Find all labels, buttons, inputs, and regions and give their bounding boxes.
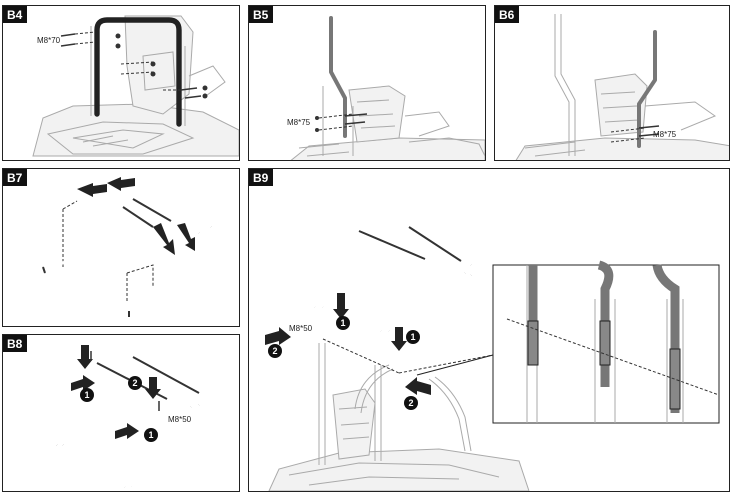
bolt-group [60, 33, 202, 99]
step-number-badge: 1 [336, 316, 350, 330]
panel-b8: B8 1 2 1 M8*50 [2, 334, 240, 492]
b7-illustration [42, 177, 213, 319]
bolt-label: M8*50 [168, 415, 192, 424]
detail-inset-content [416, 260, 720, 423]
panel-b6: B6 M8*75 [494, 5, 730, 161]
panel-tag: B6 [495, 6, 520, 23]
panel-b7: B7 [2, 168, 240, 327]
arrow-left-icon [77, 177, 135, 197]
svg-text:2: 2 [272, 346, 277, 356]
svg-text:2: 2 [408, 398, 413, 408]
bolt-label: M8*70 [37, 36, 61, 45]
step-number-badge: 2 [128, 376, 142, 390]
bolt-label: M8*50 [289, 324, 313, 333]
svg-text:1: 1 [410, 332, 415, 342]
arrow-down-icon [77, 345, 161, 399]
panel-tag: B7 [3, 169, 28, 186]
b6-illustration [515, 14, 729, 160]
step-number-badge: 2 [268, 344, 282, 358]
panel-b4: B4 M8*70 [2, 5, 240, 161]
b5-illustration [290, 16, 485, 160]
b8-illustration: 1 2 1 [45, 345, 219, 488]
panel-tag: B5 [249, 6, 274, 23]
panel-b5: B5 M8*75 [248, 5, 486, 161]
arrow-down-icon [153, 223, 195, 255]
bolt-label: M8*75 [653, 130, 677, 139]
svg-text:1: 1 [84, 390, 89, 400]
panel-tag: B4 [3, 6, 28, 23]
arrow-down-icon [333, 293, 407, 351]
panel-b9: B9 [248, 168, 730, 492]
arrow-right-icon [71, 375, 139, 439]
b9-illustration: 1 2 1 2 [265, 225, 720, 491]
svg-text:1: 1 [340, 318, 345, 328]
bolt-label: M8*75 [287, 118, 311, 127]
arrow-right-icon [265, 327, 291, 345]
panel-tag: B8 [3, 335, 28, 352]
panel-tag: B9 [249, 169, 274, 186]
step-number-badge: 1 [80, 388, 94, 402]
step-number-badge: 1 [406, 330, 420, 344]
svg-text:1: 1 [148, 430, 153, 440]
arrow-left-icon [405, 377, 431, 395]
svg-text:2: 2 [132, 378, 137, 388]
b4-illustration [32, 15, 239, 157]
step-number-badge: 1 [144, 428, 158, 442]
step-number-badge: 2 [404, 396, 418, 410]
